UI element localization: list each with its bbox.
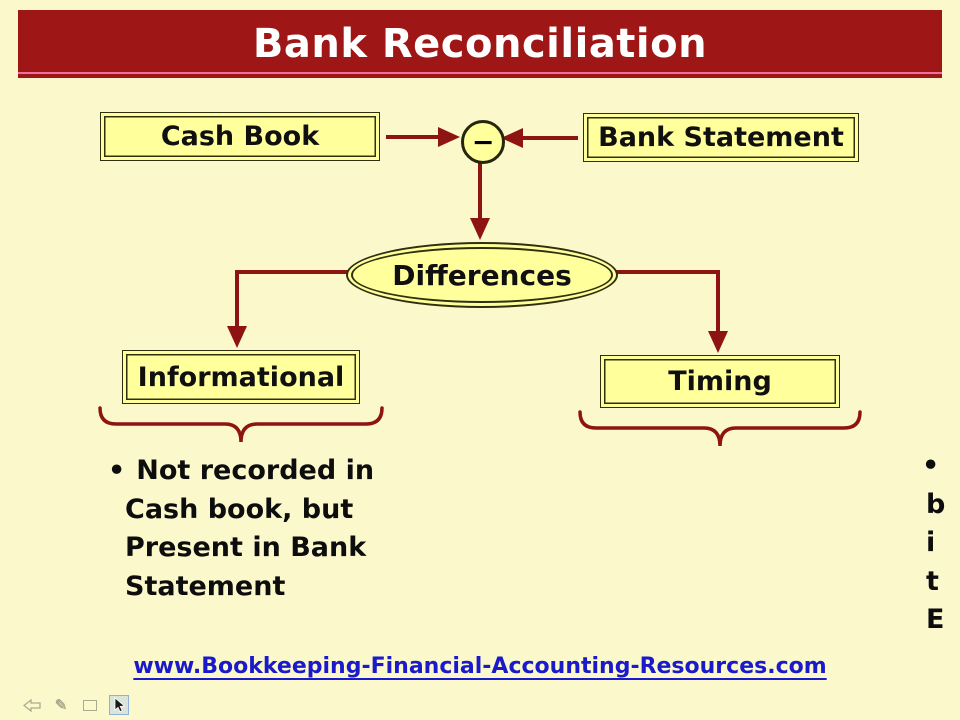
- website-link[interactable]: www.Bookkeeping-Financial-Accounting-Res…: [133, 654, 827, 679]
- title-accent-line: [18, 72, 942, 74]
- title-bar: Bank Reconciliation: [18, 10, 942, 78]
- note-line: •: [922, 447, 960, 486]
- note-line: • Not recorded in: [108, 452, 438, 491]
- timing-note-clipped: • b i t E: [922, 447, 960, 640]
- note-text: Not recorded in: [136, 455, 375, 486]
- differences-node-inner: Differences: [351, 247, 613, 303]
- differences-label: Differences: [392, 258, 572, 292]
- left-arrow-icon: [23, 698, 41, 712]
- informational-note: • Not recorded in Cash book, but Present …: [108, 452, 438, 606]
- differences-to-informational-arrow: [227, 270, 348, 348]
- note-line: i: [926, 527, 936, 558]
- note-line: b: [926, 488, 946, 520]
- slide-title: Bank Reconciliation: [252, 21, 708, 67]
- slide-menu-button[interactable]: [80, 695, 100, 715]
- informational-underbrace: [98, 406, 384, 443]
- pen-menu-button[interactable]: ✎: [51, 695, 71, 715]
- note-line: Cash book, but: [125, 493, 354, 525]
- note-line: Statement: [125, 570, 286, 602]
- note-line: Present in Bank: [125, 532, 367, 563]
- bullet-icon: •: [922, 450, 940, 481]
- timing-underbrace: [578, 410, 862, 447]
- footer: www.Bookkeeping-Financial-Accounting-Res…: [0, 654, 960, 679]
- differences-to-timing-arrow: [612, 270, 728, 353]
- informational-label: Informational: [137, 361, 345, 393]
- timing-node: Timing: [600, 355, 840, 408]
- cursor-arrow-icon: [114, 697, 126, 713]
- pen-icon: ✎: [54, 697, 68, 714]
- bank-statement-label: Bank Statement: [598, 122, 844, 153]
- previous-slide-button[interactable]: [22, 695, 42, 715]
- note-line: E: [926, 604, 945, 635]
- minus-operator-node: −: [461, 120, 505, 164]
- bank-statement-node: Bank Statement: [583, 113, 859, 162]
- minus-symbol: −: [471, 126, 495, 158]
- note-line: t: [926, 565, 939, 597]
- next-slide-button[interactable]: [109, 695, 129, 715]
- presenter-toolbar: ✎: [22, 694, 129, 716]
- cash-book-label: Cash Book: [160, 121, 320, 152]
- differences-node: Differences: [346, 242, 618, 308]
- cash-book-node: Cash Book: [100, 112, 380, 161]
- timing-label: Timing: [668, 366, 772, 397]
- slide-menu-icon: [83, 699, 97, 711]
- informational-node: Informational: [122, 350, 360, 404]
- bullet-icon: •: [108, 455, 126, 486]
